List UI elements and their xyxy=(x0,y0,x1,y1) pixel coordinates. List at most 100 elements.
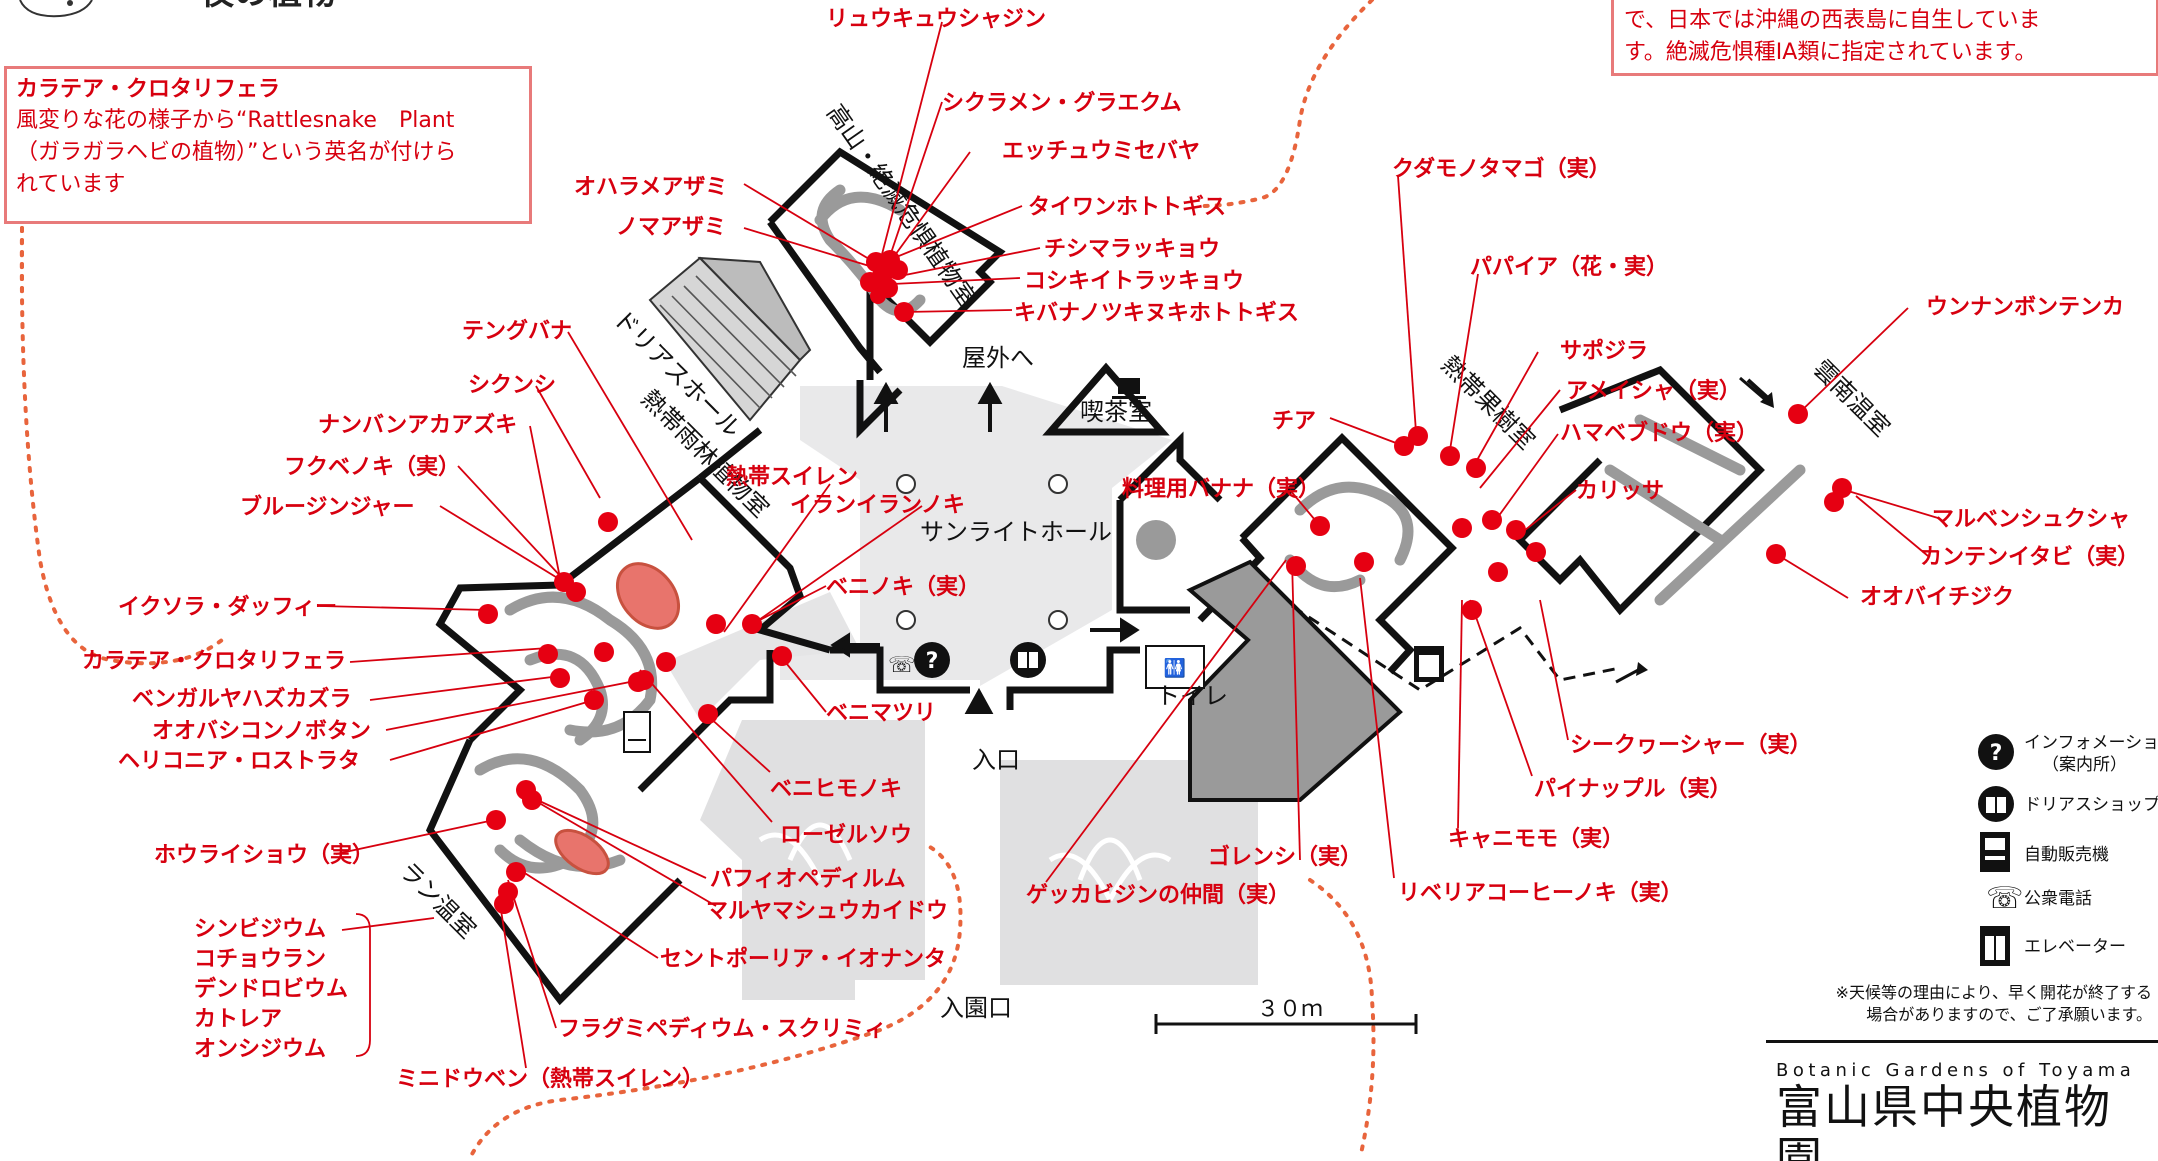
header-title: 夜の植物 xyxy=(199,0,336,13)
header-mascot xyxy=(19,0,93,18)
scale-label: ３０ｍ xyxy=(1257,997,1323,1022)
map-toilet-icon: 🚻 xyxy=(1145,645,1205,689)
plant-label: マルヤマシュウカイドウ xyxy=(706,899,948,924)
plant-label: リベリアコーヒーノキ（実） xyxy=(1398,880,1683,906)
orchid-item: デンドロビウム xyxy=(194,976,348,1002)
plant-label: ブルージンジャー xyxy=(240,494,414,520)
map-elevator-icon xyxy=(1414,646,1444,682)
room-orchid-label: ラン温室 xyxy=(394,856,482,944)
room-sunlight-label: サンライトホール xyxy=(920,518,1112,546)
brand-block: Botanic Gardens of Toyama 富山県中央植物園 xyxy=(1776,1060,2156,1161)
doria-hall-building xyxy=(648,256,812,422)
plant-label: オオバイチジク xyxy=(1860,585,2014,610)
map-vending-icon xyxy=(623,711,651,753)
legend-info-sub: （案内所） xyxy=(2042,755,2127,775)
plant-label: パイナップル（実） xyxy=(1534,776,1732,802)
disclaimer: ※天候等の理由により、早く開花が終了する 場合がありますので、ご了承願います。 xyxy=(1752,982,2152,1026)
plant-label: シクンシ xyxy=(468,373,556,398)
plaza xyxy=(665,386,1258,1000)
plant-label: ホウライショウ（実） xyxy=(154,842,374,868)
plant-label: キバナノツキヌキホトトギス xyxy=(1014,301,1299,326)
plant-label: シクラメン・グラエクム xyxy=(942,90,1182,116)
scale-bar: ３０ｍ xyxy=(1154,997,1418,1034)
gift-icon xyxy=(1978,786,2014,822)
legend-shop: ドリアスショップ xyxy=(2024,795,2158,815)
hall-columns xyxy=(896,474,1068,630)
building-walls xyxy=(425,147,1765,1006)
plant-label: カンテンイタビ（実） xyxy=(1920,544,2139,570)
park-gate-label: 入園口 xyxy=(940,994,1012,1022)
legend-elevator: エレベーター xyxy=(2024,937,2126,957)
plant-label: ノマアザミ xyxy=(616,215,726,240)
plant-label: イランイランノキ xyxy=(790,493,965,518)
note-line: で、日本では沖縄の西表島に自生していま xyxy=(1624,8,2041,33)
trail-left xyxy=(19,226,224,666)
plant-label: キャニモモ（実） xyxy=(1448,826,1624,852)
svg-text:?: ? xyxy=(926,649,939,674)
trail-bottom-mid xyxy=(1308,878,1376,1160)
dashed-boundary xyxy=(1291,604,1621,692)
plant-label: タイワンホトトギス xyxy=(1028,195,1226,220)
plant-label: ベンガルヤハズカズラ xyxy=(132,686,352,712)
pool-grey xyxy=(1136,520,1176,560)
plant-label: ゴレンシ（実） xyxy=(1208,844,1362,870)
plant-label: チシマラッキョウ xyxy=(1044,237,1220,262)
trail-top xyxy=(1198,0,1374,208)
plant-label: フラグミペディウム・スクリミィ xyxy=(558,1016,886,1042)
plant-info-title: カラテア・クロタリフェラ xyxy=(16,77,281,102)
map-info-icon: ? xyxy=(914,642,950,678)
orchid-group: シンビジウム コチョウラン デンドロビウム カトレア オンシジウム xyxy=(194,917,348,1062)
plant-label: エッチュウミセバヤ xyxy=(1002,139,1200,164)
plant-label: オオバシコンノボタン xyxy=(152,719,371,744)
phone-icon: ☏ xyxy=(1986,881,2024,916)
map-phone-icon: ☏ xyxy=(888,653,916,678)
plant-label: 熱帯スイレン xyxy=(726,464,858,490)
plant-label: シークヮーシャー（実） xyxy=(1570,732,1812,758)
room-outdoor-label: 屋外へ xyxy=(962,344,1034,372)
plant-info-line: れています xyxy=(16,172,126,197)
legend-vending: 自動販売機 xyxy=(2024,845,2109,865)
map-cafe-icon xyxy=(1112,378,1146,399)
plant-label: ローゼルソウ xyxy=(780,823,912,848)
orchid-item: コチョウラン xyxy=(194,947,326,972)
note-box: で、日本では沖縄の西表島に自生していま す。絶滅危惧種ⅠA類に指定されています。 xyxy=(1611,0,2158,76)
disclaimer-line: 場合がありますので、ご了承願います。 xyxy=(1866,1005,2152,1024)
brand-english: Botanic Gardens of Toyama xyxy=(1776,1060,2136,1081)
plant-label: テングバナ xyxy=(462,318,572,344)
plant-label: マルベンシュクシャ xyxy=(1932,507,2130,532)
arrow-yunnan xyxy=(1739,376,1774,408)
plant-label: ウンナンボンテンカ xyxy=(1926,295,2124,320)
direction-arrows xyxy=(830,378,1772,714)
legend-info: インフォメーション xyxy=(2024,733,2158,753)
plant-label: ナンバンアカアズキ xyxy=(318,412,517,438)
brand-japanese: 富山県中央植物園 xyxy=(1776,1080,2112,1161)
fountain-right xyxy=(1048,837,1172,902)
orchid-item: オンシジウム xyxy=(194,1037,326,1062)
leader-lines xyxy=(319,21,1939,1069)
map-shop-icon xyxy=(1010,642,1046,678)
plant-info-box: カラテア・クロタリフェラ 風変りな花の様子から“Rattlesnake Plan… xyxy=(4,66,532,224)
elevator-icon xyxy=(1980,926,2010,966)
plant-label: 料理用バナナ（実） xyxy=(1122,476,1320,502)
orchid-item: カトレア xyxy=(194,1007,282,1032)
vending-icon xyxy=(1980,832,2010,872)
plant-markers xyxy=(478,250,1852,914)
info-icon: ? xyxy=(1978,734,2014,770)
brand-divider xyxy=(1766,1040,2158,1043)
pool-orchid xyxy=(554,828,610,876)
plant-label: ベニマツリ xyxy=(826,701,936,726)
pool-rainforest xyxy=(615,562,681,630)
plant-label: セントポーリア・イオナンタ xyxy=(660,946,946,972)
plant-label: ゲッカビジンの仲間（実） xyxy=(1026,882,1290,908)
plant-label: パフィオペディルム xyxy=(710,866,906,892)
arrow-right-exit xyxy=(1615,662,1648,684)
entrance-label: 入口 xyxy=(972,746,1020,774)
trail-bottom-left xyxy=(468,840,963,1160)
plant-label: リュウキュウシャジン xyxy=(826,7,1046,32)
plant-info-line: 風変りな花の様子から“Rattlesnake Plant xyxy=(16,108,455,133)
room-yunnan-label: 雲南温室 xyxy=(1808,354,1896,442)
fountain-left xyxy=(758,822,853,882)
svg-text:?: ? xyxy=(1990,741,2003,766)
plant-label: チア xyxy=(1272,409,1316,434)
